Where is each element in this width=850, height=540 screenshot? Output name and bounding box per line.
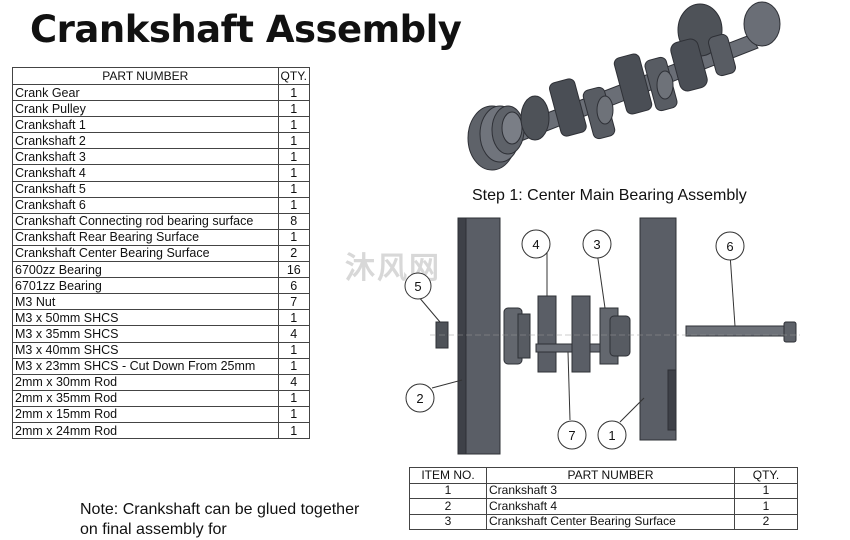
- part-qty: 1: [277, 421, 311, 440]
- part-name: M3 x 23mm SHCS - Cut Down From 25mm: [12, 357, 279, 375]
- part-name: Crankshaft Rear Bearing Surface: [12, 228, 279, 246]
- part-name: Crank Pulley: [12, 100, 279, 118]
- part-qty: 1: [734, 498, 798, 515]
- part-qty: 7: [277, 293, 311, 311]
- part-qty: 1: [277, 180, 311, 198]
- part-qty: 1: [277, 148, 311, 166]
- part-name: M3 x 50mm SHCS: [12, 309, 279, 327]
- part-qty: 1: [277, 83, 311, 102]
- balloon-6: 6: [726, 239, 733, 254]
- header-qty: QTY.: [734, 467, 798, 484]
- part-name: 2mm x 35mm Rod: [12, 389, 279, 407]
- crankshaft-3d-render: [467, 1, 781, 171]
- item-no: 1: [409, 482, 487, 499]
- part-name: 2mm x 30mm Rod: [12, 373, 279, 391]
- header-item-no: ITEM NO.: [409, 467, 487, 484]
- part-qty: 1: [277, 389, 311, 407]
- header-part-number: PART NUMBER: [12, 67, 279, 85]
- part-qty: 2: [734, 513, 798, 530]
- part-qty: 1: [277, 132, 311, 150]
- part-qty: 4: [277, 325, 311, 343]
- part-qty: 16: [277, 261, 311, 279]
- table-row: Crankshaft Connecting rod bearing surfac…: [12, 212, 311, 230]
- part-name: M3 x 40mm SHCS: [12, 341, 279, 359]
- part-qty: 4: [277, 373, 311, 391]
- item-no: 3: [409, 513, 487, 530]
- header-part-number: PART NUMBER: [486, 467, 735, 484]
- part-qty: 8: [277, 212, 311, 230]
- part-name: Crankshaft 2: [12, 132, 279, 150]
- part-name: Crankshaft 5: [12, 180, 279, 198]
- part-name: M3 x 35mm SHCS: [12, 325, 279, 343]
- balloon-3: 3: [593, 237, 600, 252]
- part-qty: 6: [277, 277, 311, 295]
- part-name: 6700zz Bearing: [12, 261, 279, 279]
- balloon-7: 7: [568, 428, 575, 443]
- step-label: Step 1: Center Main Bearing Assembly: [472, 187, 747, 204]
- bom-table-header: ITEM NO. PART NUMBER QTY.: [409, 467, 798, 484]
- part-name: 2mm x 24mm Rod: [12, 421, 279, 440]
- part-name: Crankshaft 1: [12, 116, 279, 134]
- part-qty: 2: [277, 244, 311, 263]
- part-qty: 1: [277, 196, 311, 214]
- part-name: Crankshaft Center Bearing Surface: [486, 513, 735, 530]
- part-name: Crankshaft 3: [12, 148, 279, 166]
- assembly-note: Note: Crankshaft can be glued together o…: [80, 501, 360, 538]
- part-name: Crankshaft 6: [12, 196, 279, 214]
- part-qty: 1: [734, 482, 798, 499]
- header-qty: QTY.: [277, 67, 311, 85]
- page-title: Crankshaft Assembly: [30, 8, 462, 51]
- part-name: M3 Nut: [12, 293, 279, 311]
- part-qty: 1: [277, 357, 311, 375]
- part-name: Crankshaft Center Bearing Surface: [12, 244, 279, 263]
- parts-table-header: PART NUMBER QTY.: [12, 67, 311, 85]
- balloon-4: 4: [532, 237, 539, 252]
- part-qty: 1: [277, 341, 311, 359]
- part-qty: 1: [277, 100, 311, 118]
- part-qty: 1: [277, 309, 311, 327]
- part-qty: 1: [277, 405, 311, 423]
- balloon-1: 1: [608, 428, 615, 443]
- balloon-5: 5: [414, 279, 421, 294]
- part-name: Crankshaft 3: [486, 482, 735, 499]
- part-qty: 1: [277, 164, 311, 182]
- exploded-view: 1 2 3 4 5 6 7: [404, 217, 800, 455]
- part-name: Crankshaft 4: [12, 164, 279, 182]
- balloon-2: 2: [416, 391, 423, 406]
- part-qty: 1: [277, 116, 311, 134]
- item-no: 2: [409, 498, 487, 515]
- part-name: 2mm x 15mm Rod: [12, 405, 279, 423]
- part-name: Crankshaft Connecting rod bearing surfac…: [12, 212, 279, 230]
- part-name: Crankshaft 4: [486, 498, 735, 515]
- part-name: 6701zz Bearing: [12, 277, 279, 295]
- part-name: Crank Gear: [12, 83, 279, 102]
- part-qty: 1: [277, 228, 311, 246]
